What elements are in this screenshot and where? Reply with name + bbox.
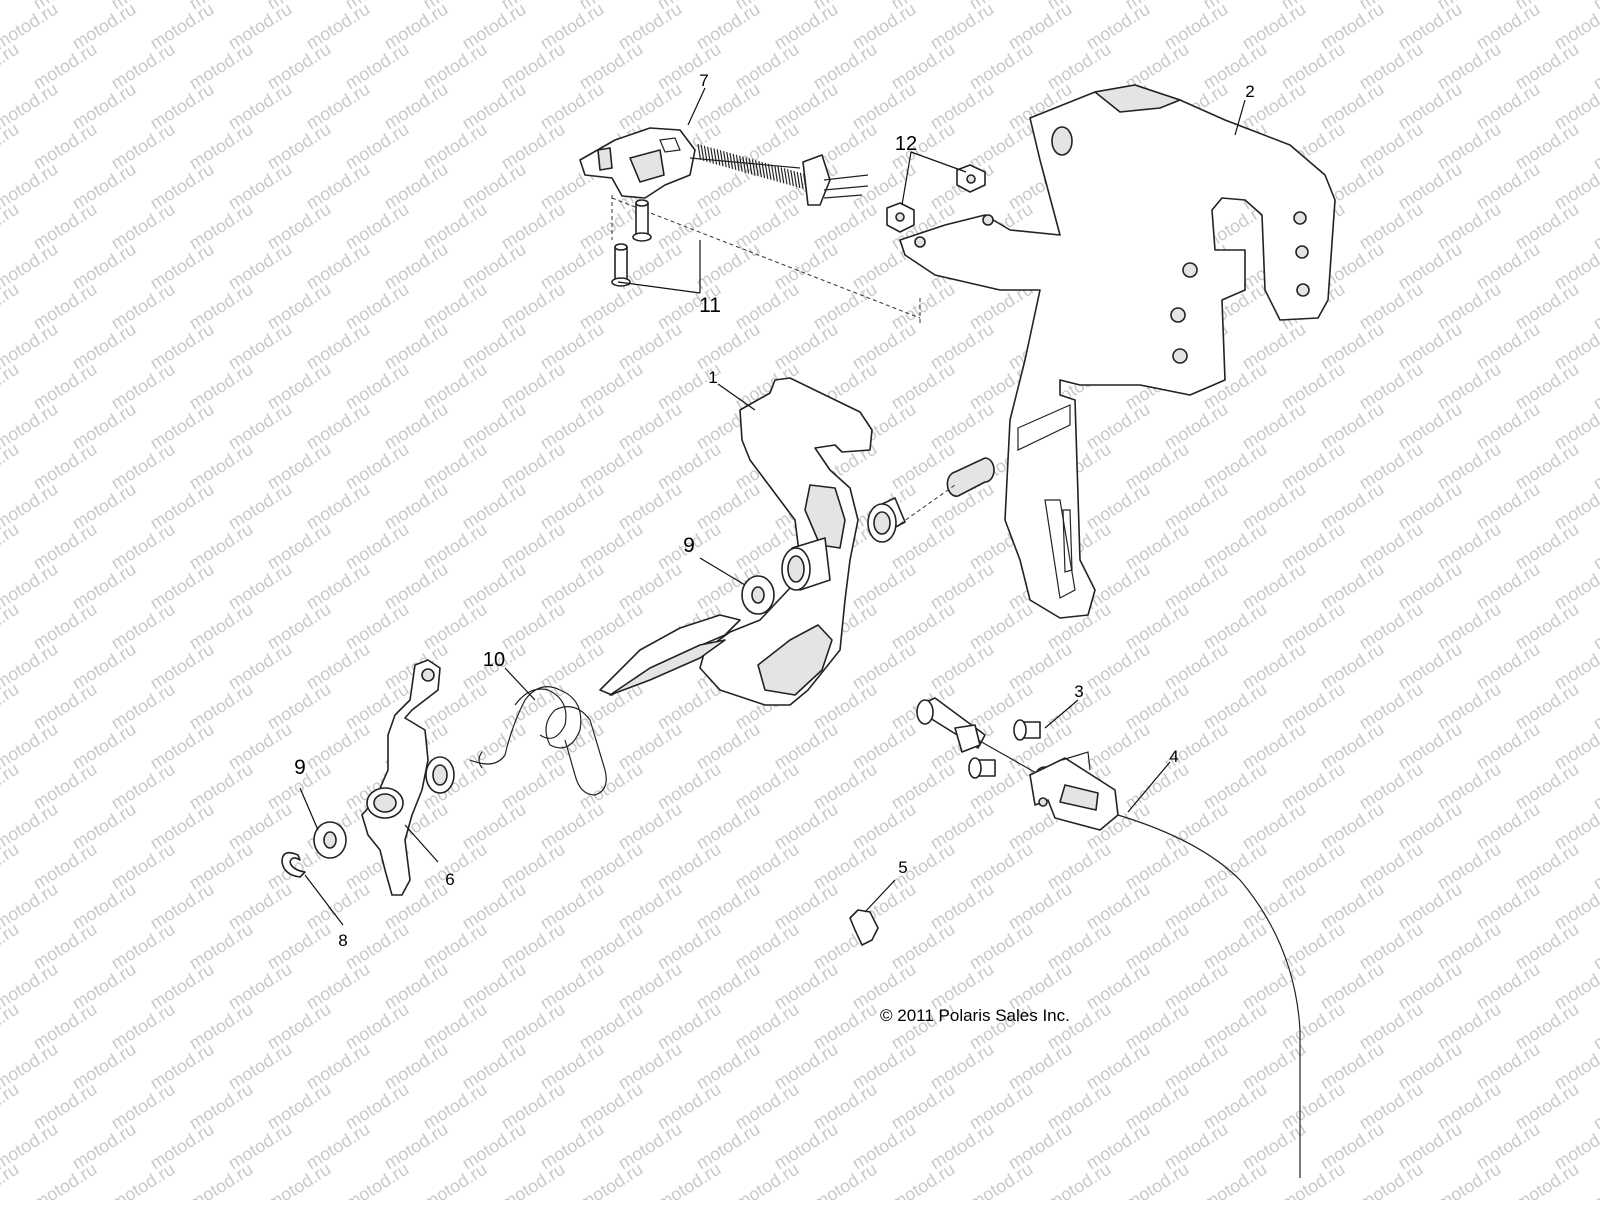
watermark-text: motod.ru xyxy=(264,1159,335,1200)
watermark-text: motod.ru xyxy=(0,39,22,94)
watermark-text: motod.ru xyxy=(966,1159,1037,1200)
watermark-text: motod.ru xyxy=(0,0,22,13)
callout-2: 2 xyxy=(1245,82,1254,101)
watermark-text: motod.ru xyxy=(1590,839,1600,894)
watermark-text: motod.ru xyxy=(186,1159,257,1200)
watermark-text: motod.ru xyxy=(420,1159,491,1200)
watermark-text: motod.ru xyxy=(0,919,22,974)
watermark-text: motod.ru xyxy=(1590,679,1600,734)
callout-10: 10 xyxy=(483,649,505,671)
watermark-text: motod.ru xyxy=(1122,1159,1193,1200)
watermark-text: motod.ru xyxy=(0,359,22,414)
watermark-text: motod.ru xyxy=(0,1079,22,1134)
watermark-text: motod.ru xyxy=(0,599,22,654)
callout-9-lower: 9 xyxy=(294,756,306,779)
callout-5: 5 xyxy=(898,858,907,877)
callout-12: 12 xyxy=(895,133,917,155)
watermark-text: motod.ru xyxy=(0,999,22,1054)
watermark-text: motod.ru xyxy=(0,199,22,254)
copyright-notice: © 2011 Polaris Sales Inc. xyxy=(880,1006,1070,1025)
callout-1: 1 xyxy=(708,368,717,387)
watermark-text: motod.ru xyxy=(0,519,22,574)
watermark-text: motod.ru xyxy=(732,1159,803,1200)
watermark-text: motod.ru xyxy=(1590,39,1600,94)
watermark-text: motod.ru xyxy=(1590,599,1600,654)
watermark-text: motod.ru xyxy=(1590,359,1600,414)
watermark-text: motod.ru xyxy=(1590,999,1600,1054)
watermark-text: motod.ru xyxy=(1278,1159,1349,1200)
watermark-text: motod.ru xyxy=(0,759,22,814)
watermark-text: motod.ru xyxy=(1590,519,1600,574)
watermark-text: motod.ru xyxy=(1200,1159,1271,1200)
watermark-text: motod.ru xyxy=(342,1159,413,1200)
watermark-text: motod.ru xyxy=(810,1159,881,1200)
watermark-text: motod.ru xyxy=(1590,199,1600,254)
callout-9-upper: 9 xyxy=(683,534,695,557)
watermark-text: motod.ru xyxy=(0,279,22,334)
watermark-text: motod.ru xyxy=(576,1159,647,1200)
watermark-text: motod.ru xyxy=(0,119,22,174)
watermark-text: motod.ru xyxy=(654,1159,725,1200)
callout-8: 8 xyxy=(338,931,347,950)
callout-7: 7 xyxy=(699,71,708,90)
watermark-text: motod.ru xyxy=(1590,279,1600,334)
watermark-text: motod.ru xyxy=(1590,919,1600,974)
watermark-text: motod.ru xyxy=(1044,1159,1115,1200)
watermark-text: motod.ru xyxy=(498,1159,569,1200)
watermark-text: motod.ru xyxy=(0,679,22,734)
watermark-text: motod.ru xyxy=(1590,1159,1600,1200)
watermark-text: motod.ru xyxy=(1512,1159,1583,1200)
watermark-text: motod.ru xyxy=(0,439,22,494)
callout-3: 3 xyxy=(1074,682,1083,701)
watermark-text: motod.ru xyxy=(1590,1079,1600,1134)
watermark-text: motod.ru xyxy=(1434,1159,1505,1200)
watermark-text: motod.ru xyxy=(1590,439,1600,494)
callout-4: 4 xyxy=(1169,747,1178,766)
watermark-text: motod.ru xyxy=(30,1159,101,1200)
callout-11: 11 xyxy=(699,294,721,317)
watermark-text: motod.ru xyxy=(888,1159,959,1200)
watermark-text: motod.ru xyxy=(0,1159,22,1200)
watermark-text: motod.ru xyxy=(0,839,22,894)
watermark-text: motod.ru xyxy=(1590,119,1600,174)
watermark-text: motod.ru xyxy=(108,1159,179,1200)
watermark-text: motod.ru xyxy=(1356,1159,1427,1200)
callout-6: 6 xyxy=(445,870,454,889)
watermark-text: motod.ru xyxy=(1590,759,1600,814)
